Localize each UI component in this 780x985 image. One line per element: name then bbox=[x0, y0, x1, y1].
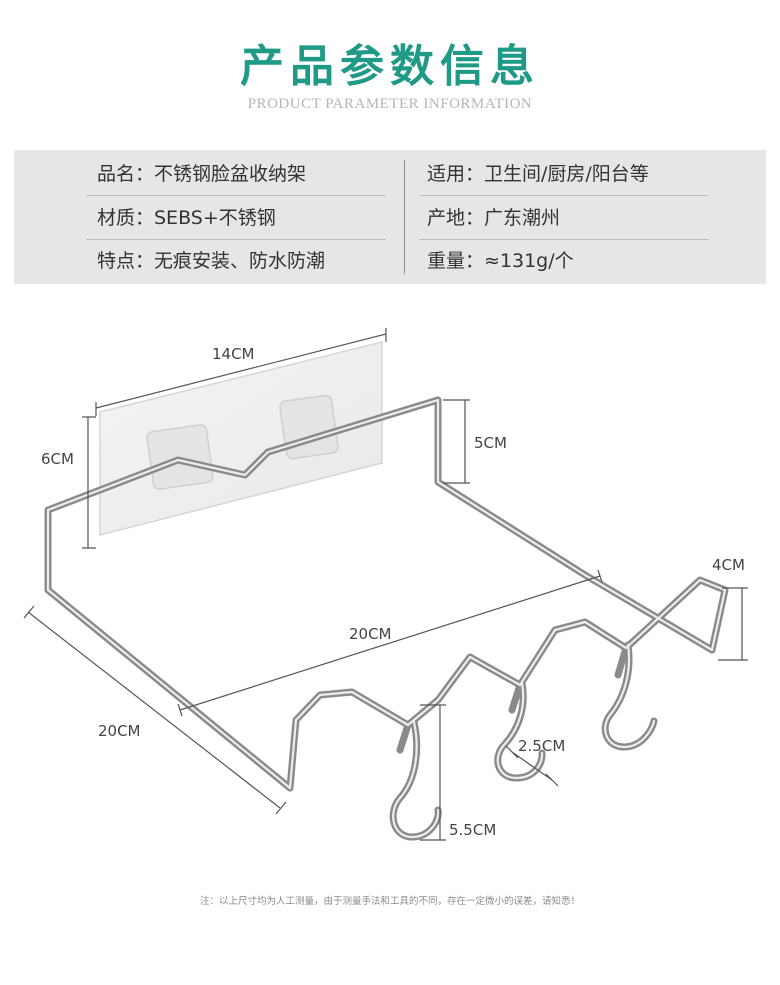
dim-side-depth: 20CM bbox=[98, 722, 141, 740]
rack-dimension-diagram: 14CM 6CM 5CM 20CM 20CM 4CM 2.5CM 5.5CM bbox=[23, 328, 748, 841]
row-divider bbox=[86, 195, 386, 196]
page-title: 产品参数信息 bbox=[240, 41, 540, 92]
param-usage: 适用：卫生间/厨房/阳台等 bbox=[427, 163, 649, 185]
dim-pad-height: 6CM bbox=[41, 450, 74, 468]
dimension-lines bbox=[23, 328, 748, 841]
dim-pad-width: 14CM bbox=[212, 345, 255, 363]
param-material: 材质：SEBS+不锈钢 bbox=[97, 207, 276, 229]
measurement-note: 注：以上尺寸均为人工测量，由于测量手法和工具的不同，存在一定微小的误差，请知悉！ bbox=[199, 896, 580, 907]
row-divider bbox=[419, 195, 709, 196]
column-divider bbox=[404, 160, 405, 274]
param-origin: 产地：广东潮州 bbox=[427, 207, 561, 229]
param-features: 特点：无痕安装、防水防潮 bbox=[97, 250, 326, 272]
page-subtitle: PRODUCT PARAMETER INFORMATION bbox=[247, 96, 533, 112]
dim-front-depth: 20CM bbox=[349, 625, 392, 643]
dim-hook-width: 2.5CM bbox=[518, 737, 565, 755]
adhesive-pad bbox=[99, 341, 383, 536]
dim-end-hook: 4CM bbox=[712, 556, 745, 574]
parameter-table: 品名：不锈钢脸盆收纳架 适用：卫生间/厨房/阳台等 材质：SEBS+不锈钢 产地… bbox=[14, 150, 766, 284]
dim-rail-height: 5CM bbox=[474, 434, 507, 452]
row-divider bbox=[419, 239, 709, 240]
row-divider bbox=[86, 239, 386, 240]
param-product-name: 品名：不锈钢脸盆收纳架 bbox=[97, 163, 307, 185]
dim-hook-length: 5.5CM bbox=[449, 821, 496, 839]
param-weight: 重量：≈131g/个 bbox=[427, 250, 574, 272]
steel-rack bbox=[44, 396, 729, 841]
